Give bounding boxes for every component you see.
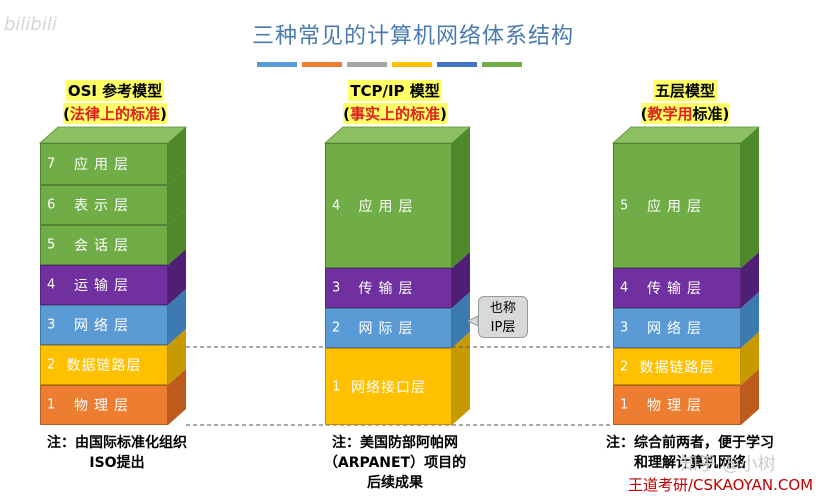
tcpip-header: TCP/IP 模型 (事实上的标准) <box>320 80 470 124</box>
divider-bar-1 <box>257 62 297 67</box>
five-note: 注：综合前两者，便于学习 和理解计算机网络 <box>606 435 774 471</box>
site-credit: 王道考研/CSKAOYAN.COM <box>628 476 814 494</box>
osi-subtitle: (法律上的标准) <box>63 103 167 124</box>
divider-bar-6 <box>482 62 522 67</box>
ip-layer-callout: 也称 IP层 <box>478 296 528 338</box>
tcpip-title: TCP/IP 模型 <box>348 80 442 101</box>
divider-bar-3 <box>347 62 387 67</box>
five-subtitle: (教学用标准) <box>640 103 730 124</box>
tcpip-subtitle: (事实上的标准) <box>343 103 447 124</box>
zhihu-watermark: 知乎 @小树 <box>680 454 776 475</box>
osi-header: OSI 参考模型 (法律上的标准) <box>40 80 190 124</box>
page-title: 三种常见的计算机网络体系结构 <box>251 24 574 49</box>
divider-bar-5 <box>437 62 477 67</box>
five-title: 五层模型 <box>652 80 717 101</box>
divider-bar-2 <box>302 62 342 67</box>
divider-bar-4 <box>392 62 432 67</box>
tcpip-note: 注：美国防部阿帕网 （ARPANET）项目的 后续成果 <box>323 435 467 491</box>
osi-note: 注：由国际标准化组织 ISO提出 <box>47 435 187 471</box>
five-header: 五层模型 (教学用标准) <box>610 80 760 124</box>
osi-title: OSI 参考模型 <box>65 80 165 101</box>
bilibili-watermark: bilibili <box>4 14 57 35</box>
